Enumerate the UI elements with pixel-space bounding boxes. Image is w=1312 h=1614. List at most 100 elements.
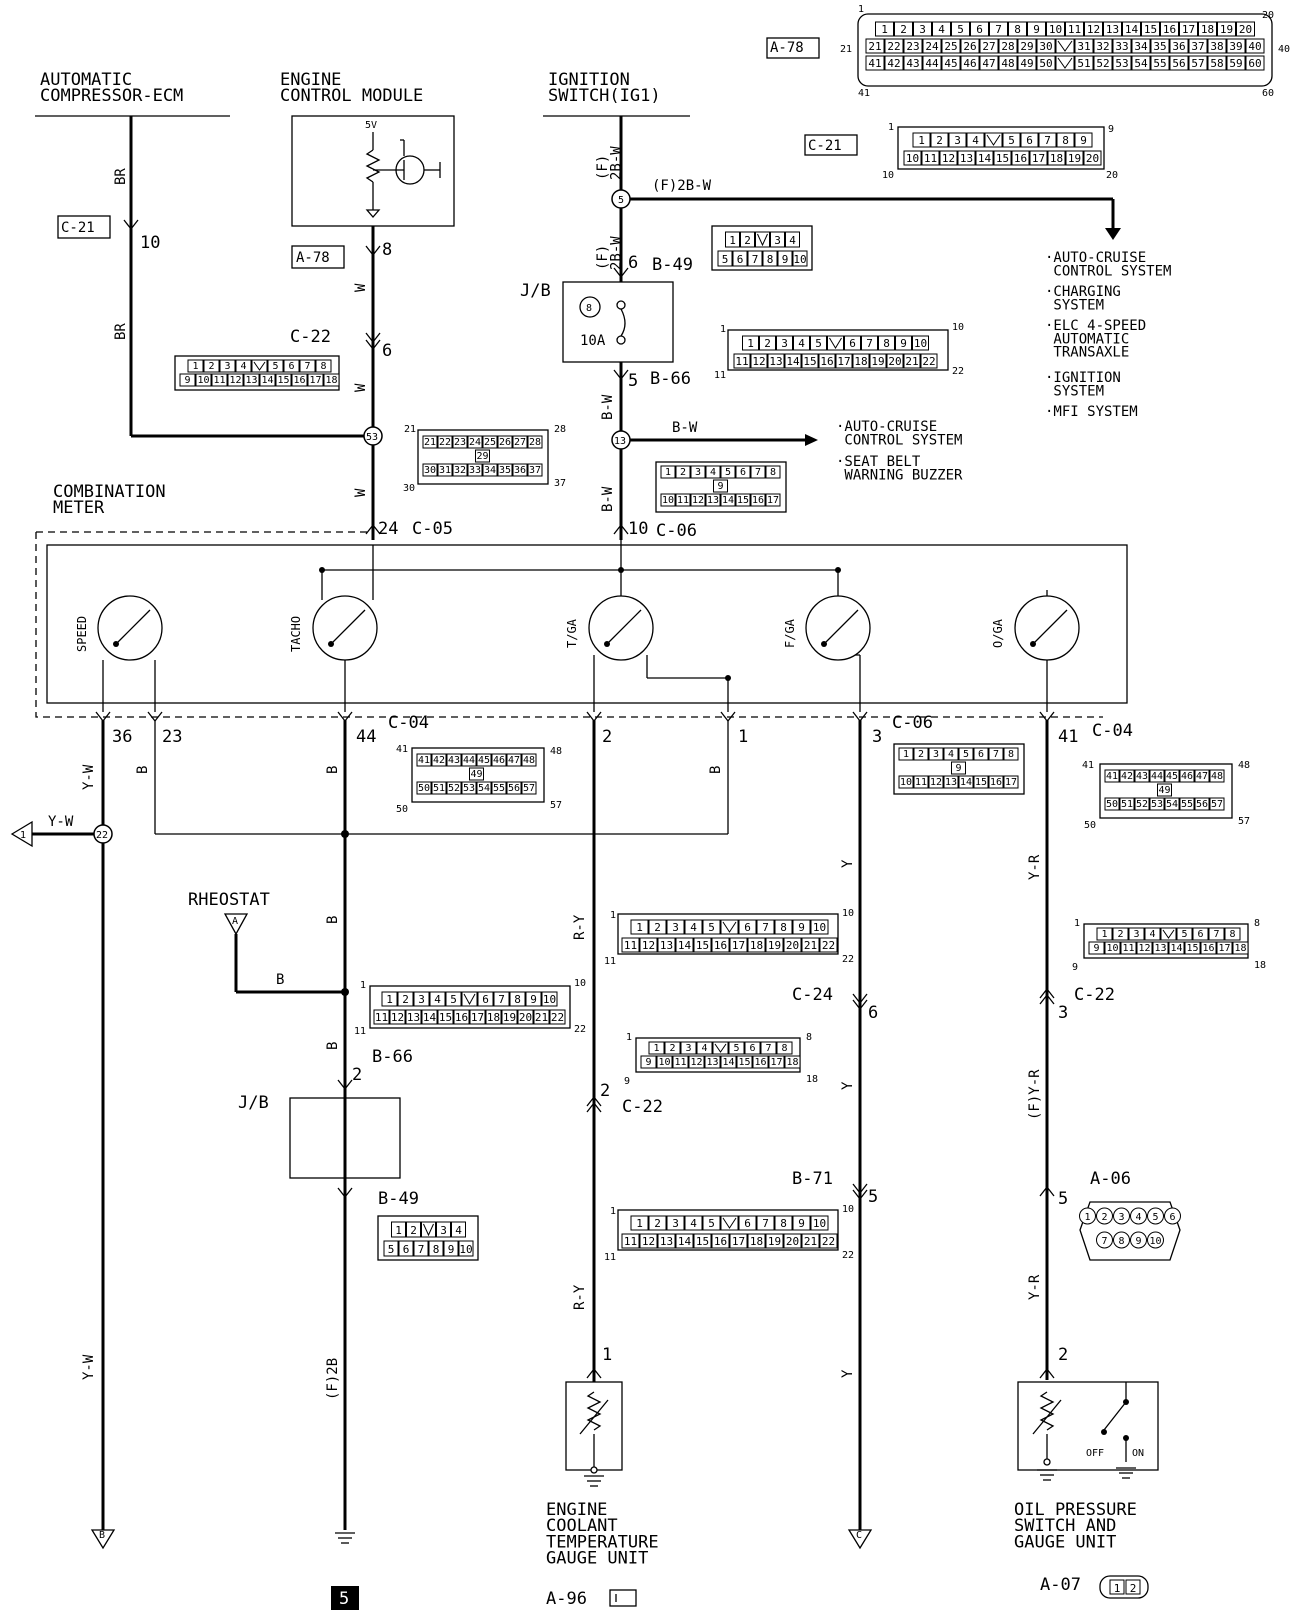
b71-pin: 19 bbox=[768, 1235, 781, 1248]
b66-top-pin: 3 bbox=[781, 337, 788, 350]
a78-pin: 16 bbox=[1163, 23, 1176, 36]
c21-pin: 12 bbox=[942, 152, 955, 165]
connector-id-c24: C-24 bbox=[792, 985, 833, 1005]
b66-top-cell bbox=[827, 335, 844, 351]
c04-left-pin: 53 bbox=[463, 783, 475, 794]
c06-right-pin: 10 bbox=[900, 777, 912, 788]
b71-pin: 21 bbox=[804, 1235, 817, 1248]
b71-cell bbox=[684, 1215, 703, 1231]
gauge-fuel: F/GA bbox=[783, 595, 871, 661]
svg-text:21: 21 bbox=[840, 44, 852, 55]
c22-right-cell bbox=[1232, 941, 1249, 955]
b66-mid-pin: 16 bbox=[455, 1011, 468, 1024]
b49-bot-pin: 6 bbox=[403, 1243, 410, 1256]
wire-label-b-below: B bbox=[325, 916, 341, 924]
ecm-5v-label: 5V bbox=[365, 120, 377, 131]
b66-mid-pin: 2 bbox=[402, 993, 409, 1006]
c05-pin: 26 bbox=[499, 437, 511, 448]
b71-pin: 7 bbox=[762, 1217, 769, 1230]
pin-6-b49: 6 bbox=[628, 253, 638, 273]
gauge-oil: O/GA bbox=[991, 595, 1080, 661]
b49-top-pin: 4 bbox=[789, 234, 796, 247]
c22-right-cell bbox=[1192, 927, 1209, 941]
b66-top-cell bbox=[869, 353, 887, 369]
c22-top-cell bbox=[299, 359, 316, 373]
b66-mid-cell bbox=[453, 1009, 470, 1025]
svg-text:41: 41 bbox=[396, 744, 408, 755]
a78-cell bbox=[1074, 38, 1094, 54]
wire-label-b44: B bbox=[325, 766, 341, 774]
c06-top-cell bbox=[660, 493, 676, 507]
b66-mid-pin: 21 bbox=[535, 1011, 548, 1024]
a78-pin: 3 bbox=[919, 23, 926, 36]
a78-pin: 39 bbox=[1229, 40, 1242, 53]
c04-right-pin: 43 bbox=[1136, 771, 1148, 782]
c21-pin: 14 bbox=[978, 152, 992, 165]
c06-top-cell bbox=[765, 465, 781, 479]
c22-mid-pin: 9 bbox=[645, 1057, 651, 1068]
a06-pin: 8 bbox=[1118, 1236, 1124, 1247]
c06-top-pin: 1 bbox=[665, 467, 671, 478]
c06-top-cell bbox=[690, 465, 706, 479]
b49-top-cell bbox=[747, 250, 763, 267]
c21-cell bbox=[1011, 150, 1030, 166]
meter-output-pins: 36 23 44 C-04 2 1 3 C-06 41 C-04 bbox=[95, 711, 1133, 747]
b66-top-pin: 1 bbox=[747, 337, 754, 350]
b49-top-pin: 8 bbox=[767, 253, 774, 266]
c06-right-pin: 1 bbox=[903, 749, 909, 760]
wire-label-f2b: (F)2B bbox=[325, 1358, 341, 1400]
a78-pin: 49 bbox=[1020, 57, 1033, 70]
c22-right-pin: 15 bbox=[1186, 943, 1198, 954]
svg-text:1: 1 bbox=[626, 1032, 632, 1043]
c22-mid-cell bbox=[768, 1055, 785, 1069]
svg-text:28: 28 bbox=[554, 424, 566, 435]
c22-mid-pin: 7 bbox=[765, 1043, 771, 1054]
c06-right-cell bbox=[1003, 775, 1019, 789]
c06-right-cell bbox=[1003, 747, 1019, 761]
b66-c22mid-cell bbox=[630, 919, 649, 935]
b66-top-cell bbox=[912, 335, 929, 351]
c05-cell bbox=[512, 435, 528, 449]
c06-top-pin: 5 bbox=[725, 467, 731, 478]
b71-pin: 11 bbox=[624, 1235, 637, 1248]
c06-right-cell bbox=[928, 747, 944, 761]
b71-cell bbox=[783, 1233, 802, 1249]
c22-right-pin: 14 bbox=[1170, 943, 1182, 954]
svg-text:1: 1 bbox=[888, 122, 894, 133]
b66-mid-cell bbox=[501, 1009, 518, 1025]
svg-text:1: 1 bbox=[610, 1206, 616, 1217]
b66-c22mid-pin: 13 bbox=[660, 939, 673, 952]
b49-top-cell bbox=[717, 250, 733, 267]
b71-pin: 20 bbox=[786, 1235, 799, 1248]
b49-bot-pin: 4 bbox=[455, 1224, 462, 1237]
b66-c22mid-pin: 19 bbox=[768, 939, 781, 952]
c04-right-cell bbox=[1134, 769, 1150, 783]
a07-cell bbox=[1125, 1579, 1141, 1595]
connector-id-c04-right: C-04 bbox=[1092, 721, 1133, 741]
a78-cell bbox=[1245, 55, 1265, 71]
pin-3-c22: 3 bbox=[1058, 1003, 1068, 1023]
b66-mid-pin: 18 bbox=[487, 1011, 500, 1024]
c06-top-pin: 3 bbox=[695, 467, 701, 478]
a78-cell bbox=[865, 38, 885, 54]
c22-top-cell bbox=[267, 359, 284, 373]
c06-top-pin: 4 bbox=[710, 467, 716, 478]
c04-right-pin: 41 bbox=[1106, 771, 1118, 782]
a06-pin-circle bbox=[1147, 1231, 1164, 1249]
c22-right-pin: 9 bbox=[1093, 943, 1099, 954]
connector-id-b66-top: B-66 bbox=[650, 369, 691, 389]
svg-text:8: 8 bbox=[806, 1032, 812, 1043]
c22-top-cell bbox=[235, 359, 252, 373]
b49-top-pin: 1 bbox=[729, 234, 736, 247]
c22-right-pin: 12 bbox=[1138, 943, 1150, 954]
c22-top-cell bbox=[187, 359, 204, 373]
c22-mid-pin: 16 bbox=[754, 1057, 766, 1068]
a78-cell bbox=[1131, 38, 1151, 54]
svg-text:11: 11 bbox=[354, 1026, 366, 1037]
b71-cell bbox=[693, 1233, 712, 1249]
b66-c22mid-pin: 15 bbox=[696, 939, 709, 952]
b71-pin: 4 bbox=[690, 1217, 697, 1230]
